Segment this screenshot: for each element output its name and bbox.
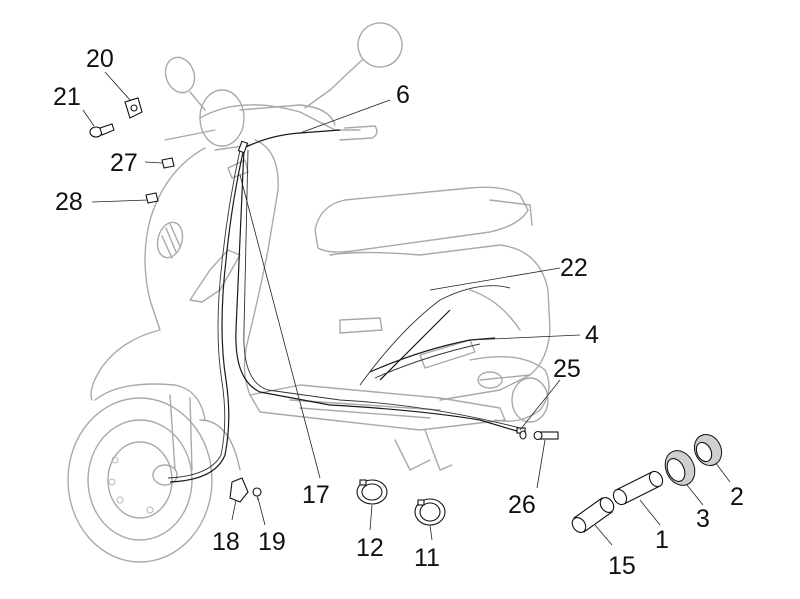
part-25-washer bbox=[519, 430, 527, 440]
callout-1: 1 bbox=[655, 526, 669, 554]
part-1-tube bbox=[612, 470, 664, 506]
part-28-clip bbox=[145, 192, 159, 204]
callout-27: 27 bbox=[110, 149, 138, 177]
part-21-screw bbox=[89, 123, 115, 138]
part-19-screw bbox=[252, 487, 262, 501]
callout-18: 18 bbox=[212, 528, 240, 556]
part-15-tube bbox=[571, 497, 615, 533]
callout-28: 28 bbox=[55, 188, 83, 216]
part-3-ring bbox=[664, 450, 696, 486]
callout-20: 20 bbox=[86, 45, 114, 73]
callout-12: 12 bbox=[356, 534, 384, 562]
callout-26: 26 bbox=[508, 491, 536, 519]
callout-22: 22 bbox=[560, 254, 588, 282]
callout-21: 21 bbox=[53, 83, 81, 111]
part-11-hose-clamp bbox=[414, 498, 446, 526]
part-2-cap bbox=[693, 433, 723, 467]
callout-19: 19 bbox=[258, 528, 286, 556]
callout-4: 4 bbox=[585, 321, 599, 349]
callout-2: 2 bbox=[730, 483, 744, 511]
callout-11: 11 bbox=[414, 544, 440, 572]
part-18-bracket bbox=[229, 477, 249, 503]
callout-6: 6 bbox=[396, 81, 410, 109]
scooter-outline bbox=[67, 22, 551, 563]
cable-harness bbox=[167, 129, 526, 483]
leader-lines bbox=[82, 71, 731, 546]
callout-15: 15 bbox=[608, 552, 636, 580]
callout-3: 3 bbox=[696, 505, 710, 533]
part-26-bolt bbox=[533, 430, 559, 441]
callout-labels: 20 21 27 28 6 22 4 25 26 17 18 19 12 11 … bbox=[53, 45, 744, 580]
callout-25: 25 bbox=[553, 355, 581, 383]
part-27-clip bbox=[161, 157, 175, 169]
callout-17: 17 bbox=[302, 481, 330, 509]
part-12-hose-clamp bbox=[356, 479, 388, 505]
part-20-clip bbox=[124, 97, 143, 119]
